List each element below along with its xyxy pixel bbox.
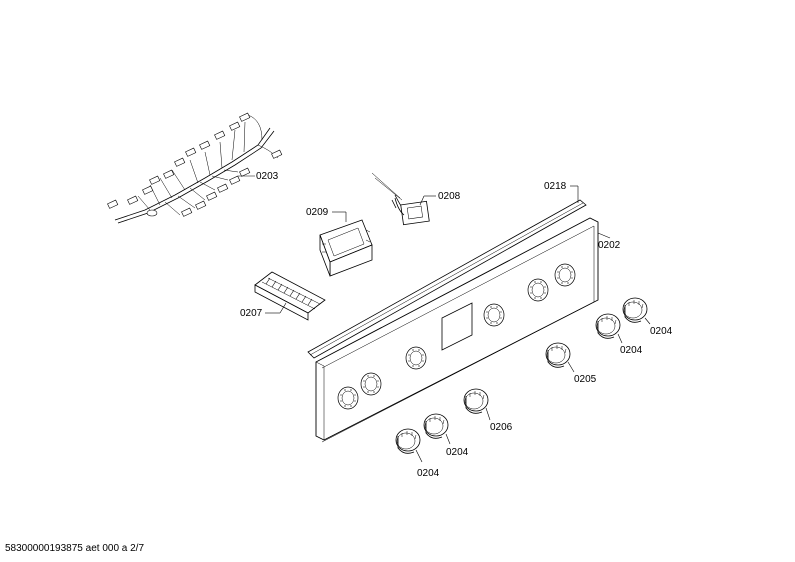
knob-0204-left-left (395, 428, 423, 463)
label-0204-right-bottom: 0204 (620, 345, 643, 356)
label-0204-left-right: 0204 (446, 447, 469, 458)
label-0206: 0206 (490, 422, 513, 433)
label-0204-right-top: 0204 (650, 326, 673, 337)
label-0208: 0208 (438, 191, 461, 202)
knob-0204-left-right (423, 413, 451, 445)
label-0207: 0207 (240, 308, 263, 319)
trim-strip-0218 (307, 185, 587, 359)
wiring-harness-0203 (107, 112, 283, 224)
knob-0205 (545, 342, 575, 373)
control-module-0209 (319, 211, 373, 277)
knob-0206 (463, 388, 491, 421)
terminal-block-0207 (254, 271, 326, 321)
label-0203: 0203 (256, 171, 279, 182)
label-0204-left-left: 0204 (417, 468, 440, 479)
label-0209: 0209 (306, 207, 329, 218)
knob-0204-right-bottom (595, 313, 623, 344)
thermostat-0208 (371, 172, 436, 226)
label-0202: 0202 (598, 240, 621, 251)
knob-0204-right-top (622, 297, 651, 325)
label-0205: 0205 (574, 374, 597, 385)
label-0218: 0218 (544, 181, 567, 192)
control-panel-0202 (315, 217, 611, 443)
document-footer: 58300000193875 aet 000 a 2/7 (5, 543, 145, 554)
